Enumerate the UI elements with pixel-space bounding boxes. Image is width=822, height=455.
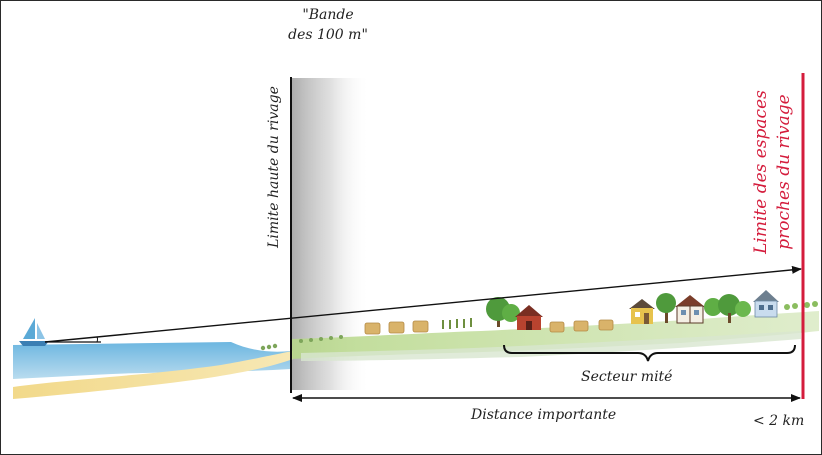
secteur-mite-label: Secteur mité [581, 369, 673, 385]
trees-2 [656, 293, 676, 323]
yellow-house [629, 299, 655, 324]
far-shrubs [784, 301, 818, 310]
blue-house [753, 290, 779, 318]
beach [13, 351, 293, 399]
sailboat-icon [19, 318, 49, 346]
limite-espaces-line1: Limite des espaces [751, 90, 771, 254]
land-soft-shadow [301, 331, 801, 361]
distance-km-label: < 2 km [753, 413, 805, 429]
limite-espaces-line2: proches du rivage [774, 94, 794, 250]
bande-line2: des 100 m" [288, 27, 368, 43]
bande-line1: "Bande [302, 7, 354, 23]
sight-line-arrow [44, 265, 802, 343]
red-barn [515, 305, 543, 330]
hay-bales-1 [364, 320, 429, 335]
trees-1 [486, 297, 520, 327]
hay-bales-2 [549, 319, 614, 333]
bande-100m-label: "Bande des 100 m" [273, 5, 383, 45]
trees-3 [704, 294, 751, 323]
distance-label: Distance importante [471, 407, 617, 423]
angle-arc [96, 336, 98, 343]
vineyard [442, 318, 472, 329]
limite-haute-label: Limite haute du rivage [266, 86, 282, 248]
hedge [260, 335, 343, 351]
limite-espaces-label: Limite des espaces proches du rivage [750, 57, 800, 287]
secteur-brace [503, 344, 796, 362]
timbered-house [675, 295, 705, 324]
